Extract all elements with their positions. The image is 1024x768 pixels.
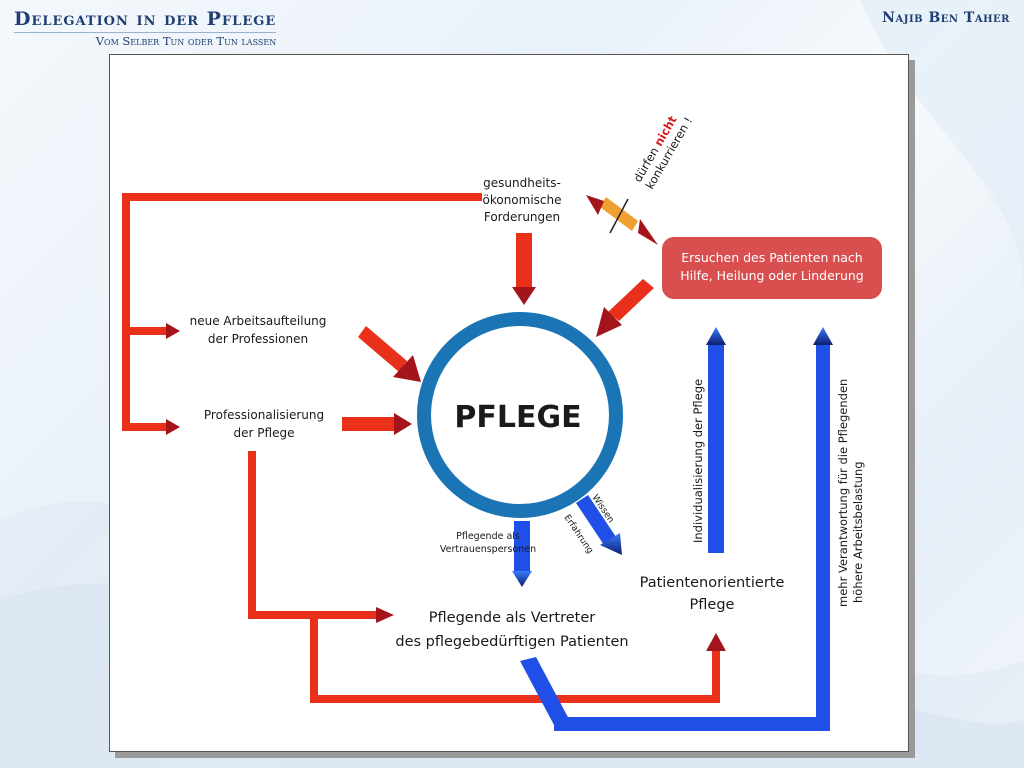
arrow-individualisierung [706, 327, 726, 553]
verantwortung-line-1: mehr Verantwortung für die Pflegenden [836, 379, 850, 607]
patientenorientiert-line-2: Pflege [690, 597, 735, 613]
vertreter-line-2: des pflegebedürftigen Patienten [395, 634, 628, 650]
verantwortung-line-2: höhere Arbeitsbelastung [851, 461, 865, 603]
arrowhead-professionalisierung [166, 419, 180, 435]
pflege-diagram: dürfen nicht konkurrieren ! Ersuchen des… [122, 113, 882, 731]
arrow-professionalisierung-to-pflege [342, 413, 412, 435]
professionalisierung-line-1: Professionalisierung [204, 408, 324, 422]
author-name: Najib Ben Taher [882, 10, 1010, 26]
conflict-arrow [586, 195, 658, 245]
pflege-center-label: PFLEGE [454, 400, 581, 435]
vertreter-line-1: Pflegende als Vertreter [429, 610, 595, 626]
arrowhead-patientenorientiert [706, 633, 726, 651]
gesundheit-line-3: Forderungen [484, 210, 560, 224]
arbeitsaufteilung-line-1: neue Arbeitsaufteilung [190, 314, 327, 328]
arrow-gesundheit-to-pflege [512, 233, 536, 305]
presentation-subtitle: Vom Selber Tun oder Tun lassen [95, 34, 277, 48]
arrowhead-arbeitsaufteilung [166, 323, 180, 339]
konkurrieren-label: dürfen nicht konkurrieren ! [630, 113, 695, 192]
ersuchen-line-2: Hilfe, Heilung oder Linderung [680, 268, 863, 283]
vertrauen-line-2: Vertrauenspersonen [440, 544, 536, 555]
arrow-wissen-erfahrung [576, 495, 622, 555]
patientenorientiert-line-1: Patientenorientierte [640, 575, 785, 591]
arrowhead-vertreter [376, 607, 394, 623]
arrow-vertrauen [512, 521, 532, 587]
professionalisierung-line-2: der Pflege [234, 426, 295, 440]
blue-bottom-path [520, 327, 833, 731]
gesundheit-line-1: gesundheits- [483, 176, 561, 190]
arrow-ersuchen-to-pflege [596, 279, 654, 337]
red-bottom-path [248, 451, 726, 703]
red-left-bracket [122, 193, 482, 435]
ersuchen-box [662, 237, 882, 299]
gesundheit-line-2: ökonomische [482, 193, 561, 207]
arbeitsaufteilung-line-2: der Professionen [208, 332, 308, 346]
pflege-circle [417, 312, 623, 518]
presentation-title: Delegation in der Pflege [14, 8, 277, 33]
arrow-arbeitsaufteilung-to-pflege [358, 326, 421, 382]
header: Delegation in der Pflege Vom Selber Tun … [14, 8, 277, 48]
individualisierung-label: Individualisierung der Pflege [691, 379, 705, 543]
diagram-frame: dürfen nicht konkurrieren ! Ersuchen des… [109, 54, 909, 752]
vertrauen-line-1: Pflegende als [456, 531, 520, 542]
ersuchen-line-1: Ersuchen des Patienten nach [681, 250, 862, 265]
arrowhead-verantwortung [813, 327, 833, 345]
cross-out-line [609, 198, 629, 234]
